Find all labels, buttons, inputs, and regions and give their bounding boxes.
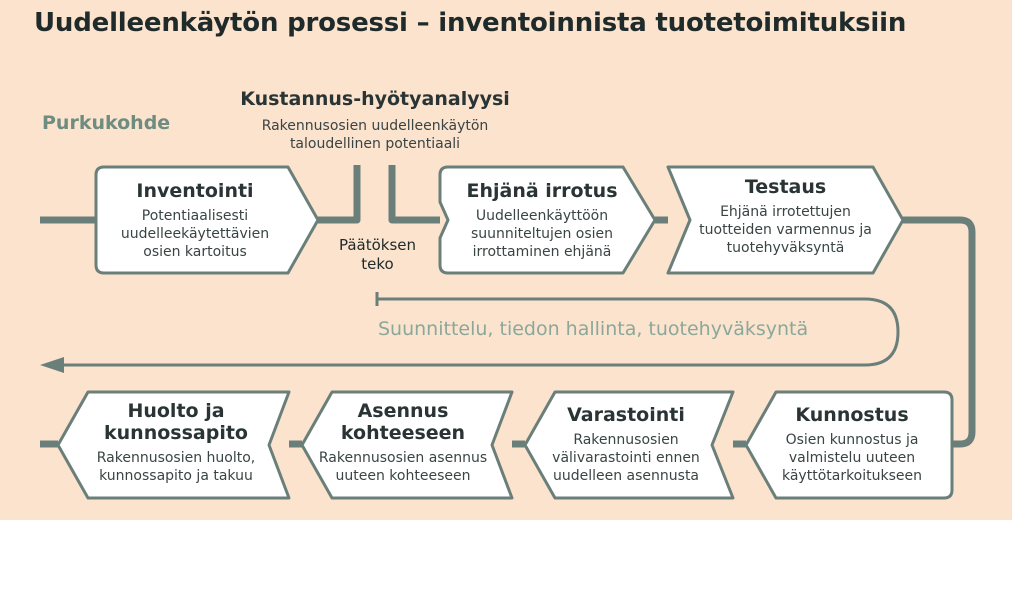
step-name: Ehjänä irrotus	[466, 180, 618, 202]
step-asennus: Asennus kohteeseen Rakennusosien asennus…	[308, 400, 498, 485]
step-description: Uudelleenkäyttöön suunniteltujen osien i…	[470, 208, 614, 260]
cost-benefit-title: Kustannus-hyötyanalyysi	[240, 88, 510, 110]
step-box-kunnostus	[744, 390, 954, 500]
step-name: Inventointi	[136, 180, 254, 202]
step-varastointi: Varastointi Rakennusosien välivarastoint…	[537, 404, 715, 485]
step-name: Kunnostus	[795, 404, 909, 426]
step-ehjana-irrotus: Ehjänä irrotus Uudelleenkäyttöön suunnit…	[452, 180, 632, 261]
step-description: Osien kunnostus ja valmistelu uuteen käy…	[781, 432, 923, 484]
feedback-loop-caption: Suunnittelu, tiedon hallinta, tuotehyväk…	[378, 318, 809, 340]
step-description: Ehjänä irrotettujen tuotteiden varmennus…	[699, 204, 872, 256]
step-description: Rakennusosien asennus uuteen kohteeseen	[318, 450, 488, 484]
step-box-ehjana-irrotus	[438, 165, 657, 275]
step-box-varastointi	[523, 390, 735, 500]
diagram-title: Uudelleenkäytön prosessi – inventoinnist…	[34, 8, 907, 38]
decision-connector-right	[388, 165, 440, 224]
step-box-asennus	[300, 390, 514, 500]
step-huolto: Huolto ja kunnossapito Rakennusosien huo…	[78, 400, 274, 485]
feedback-loop-arrowhead	[40, 357, 64, 373]
step-description: Rakennusosien huolto, kunnossapito ja ta…	[96, 450, 256, 484]
step-box-testaus	[666, 165, 905, 275]
step-testaus: Testaus Ehjänä irrotettujen tuotteiden v…	[688, 176, 883, 257]
step-description: Rakennusosien välivarastointi ennen uude…	[552, 432, 700, 484]
step-kunnostus: Kunnostus Osien kunnostus ja valmistelu …	[762, 404, 942, 485]
feedback-loop-line	[60, 297, 900, 367]
step-description: Potentiaalisesti uudelleekäytettävien os…	[120, 208, 270, 260]
step-name: Huolto ja kunnossapito	[104, 400, 248, 444]
step-box-huolto	[56, 390, 291, 500]
right-bend-connector	[903, 216, 976, 448]
step-name: Asennus kohteeseen	[340, 400, 466, 444]
step-name: Varastointi	[567, 404, 685, 426]
step-name: Testaus	[744, 176, 827, 198]
cost-benefit-description: Rakennusosien uudelleenkäytön taloudelli…	[261, 118, 489, 152]
step-inventointi: Inventointi Potentiaalisesti uudelleekäy…	[100, 180, 290, 261]
decision-label: Päätöksen teko	[338, 236, 417, 273]
decision-connector-left	[318, 165, 361, 224]
source-label: Purkukohde	[42, 112, 171, 134]
step-box-inventointi	[94, 165, 320, 275]
